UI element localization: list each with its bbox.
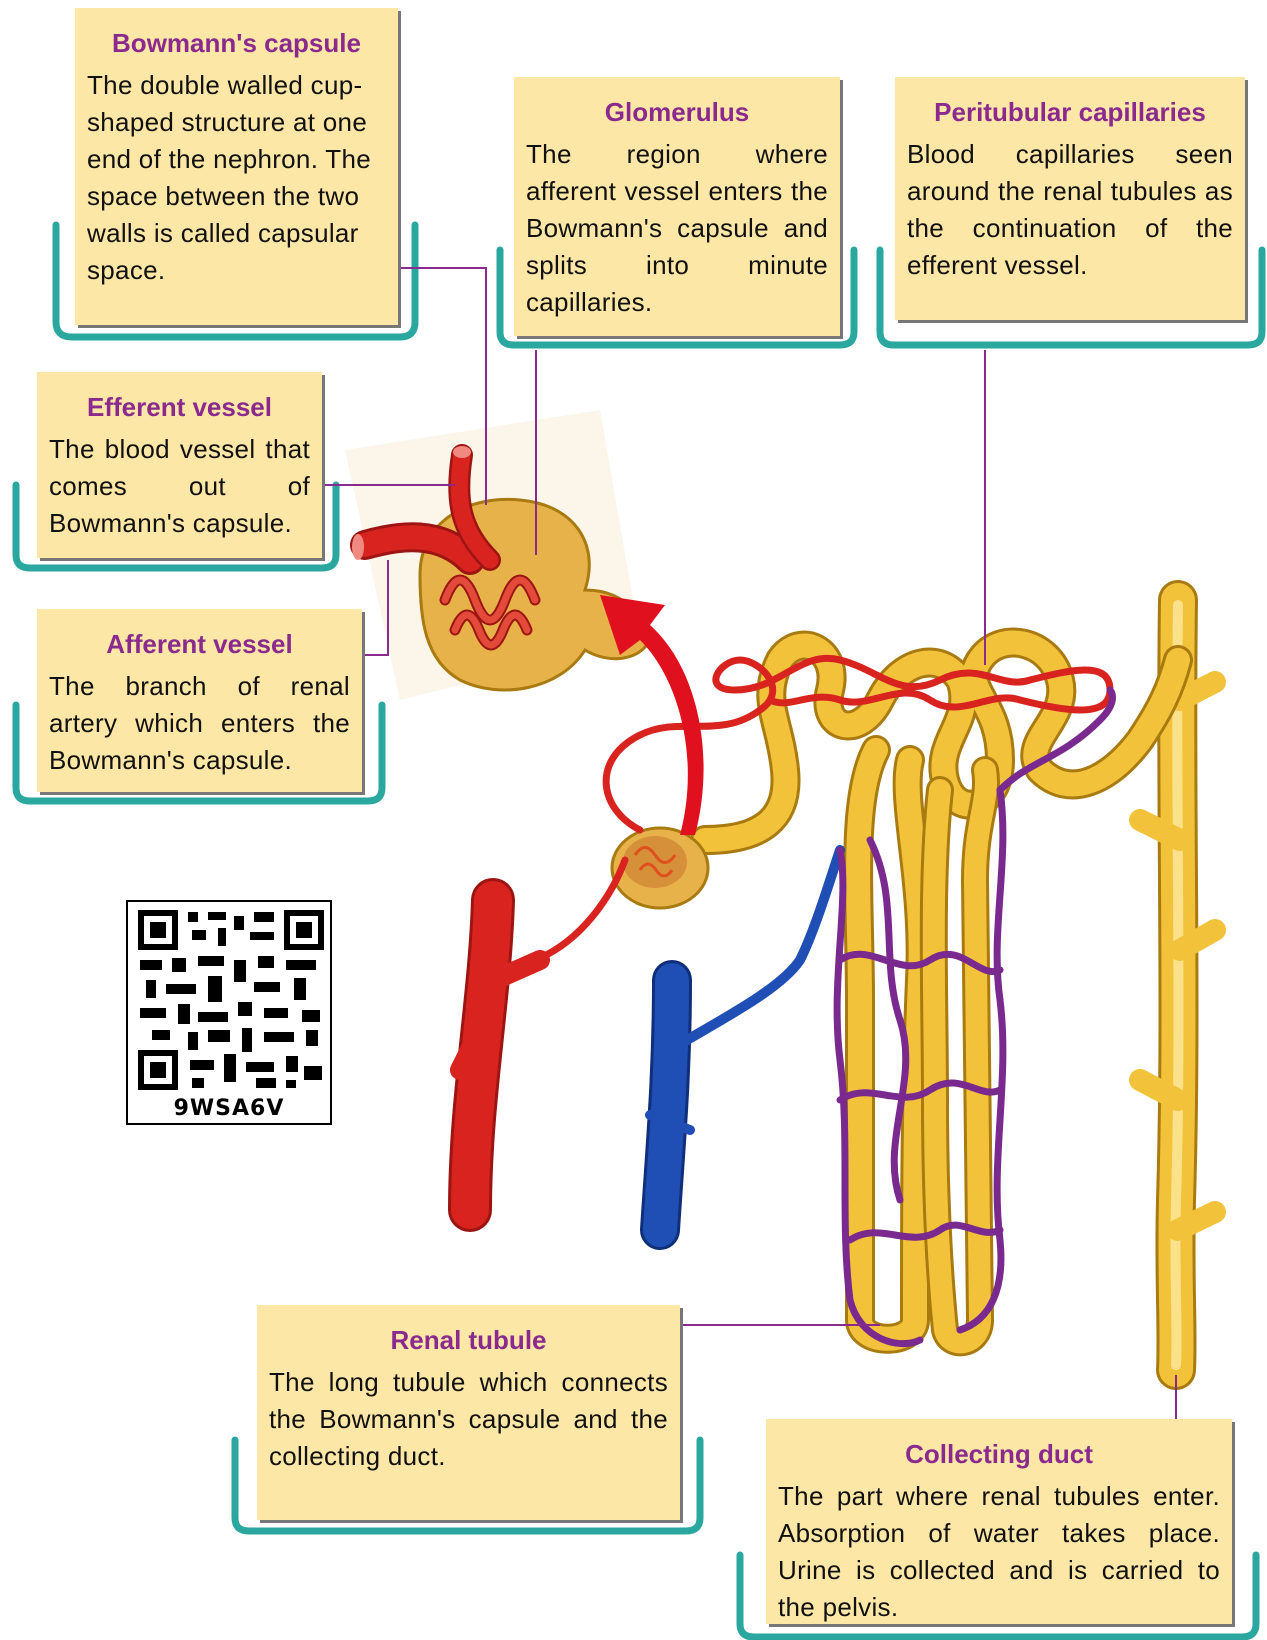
label-title: Bowmann's capsule [87,28,386,59]
label-peritubular-capillaries: Peritubular capillaries Blood capillarie… [895,77,1245,320]
label-text: The branch of renal artery which enters … [49,668,350,779]
glomerulus-inset [345,410,650,700]
label-text: The region where afferent vessel enters … [526,136,828,321]
label-title: Glomerulus [526,97,828,128]
renal-tubule-tube [705,643,1178,1343]
label-title: Renal tubule [269,1325,668,1356]
label-title: Efferent vessel [49,392,310,423]
label-title: Collecting duct [778,1439,1220,1470]
label-glomerulus: Glomerulus The region where afferent ves… [514,77,840,336]
label-text: The double walled cup-shaped structure a… [87,67,386,289]
small-bowmans-capsule [612,828,708,908]
label-efferent-vessel: Efferent vessel The blood vessel that co… [37,372,322,558]
label-text: The long tubule which connects the Bowma… [269,1364,668,1475]
magnify-arrow [600,595,704,835]
label-title: Afferent vessel [49,629,350,660]
label-text: The part where renal tubules enter. Abso… [778,1478,1220,1626]
qr-code-text: 9WSA6V [128,1096,330,1121]
label-text: The blood vessel that comes out of Bowma… [49,431,310,542]
qr-pattern [138,910,324,1090]
label-renal-tubule: Renal tubule The long tubule which conne… [257,1305,680,1520]
label-text: Blood capillaries seen around the renal … [907,136,1233,284]
label-collecting-duct: Collecting duct The part where renal tub… [766,1419,1232,1624]
qr-code[interactable]: 9WSA6V [126,900,332,1125]
label-bowmanns-capsule: Bowmann's capsule The double walled cup-… [75,8,398,325]
vein [650,850,840,1230]
label-title: Peritubular capillaries [907,97,1233,128]
label-afferent-vessel: Afferent vessel The branch of renal arte… [37,609,362,792]
